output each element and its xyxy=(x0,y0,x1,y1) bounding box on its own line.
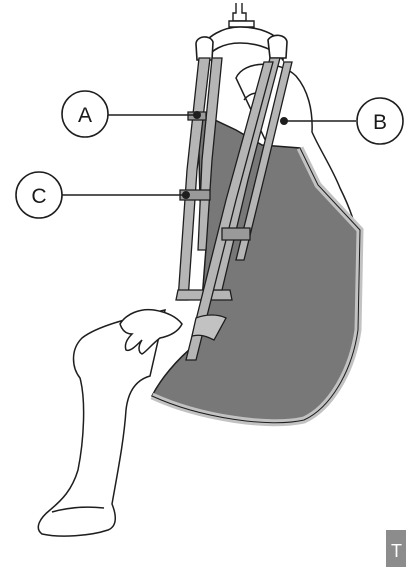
callout-c: C xyxy=(16,172,62,218)
callout-b: B xyxy=(357,98,403,144)
callout-a: A xyxy=(62,91,108,137)
swivel-hook xyxy=(229,3,254,27)
callout-c-label: C xyxy=(31,185,46,208)
corner-tab: T xyxy=(386,530,406,567)
callout-b-label: B xyxy=(373,111,387,134)
callout-a-label: A xyxy=(78,104,92,127)
spreader-bar xyxy=(196,27,287,60)
corner-tab-label: T xyxy=(391,541,402,561)
